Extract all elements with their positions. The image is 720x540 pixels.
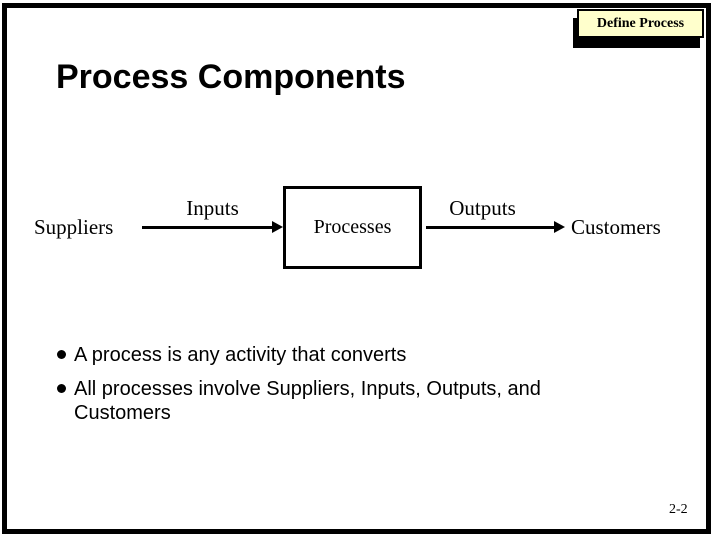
bullet-text: A process is any activity that converts <box>74 344 407 366</box>
banner-label: Define Process <box>596 15 685 31</box>
slide-border-frame <box>2 3 711 534</box>
page-number: 2-2 <box>669 502 688 517</box>
suppliers-label: Suppliers <box>34 215 114 239</box>
bullet-text: All processes involve Suppliers, Inputs,… <box>74 378 541 424</box>
output-arrow <box>426 221 565 233</box>
outputs-label: Outputs <box>449 196 516 220</box>
bullet-item: All processes involve Suppliers, Inputs,… <box>57 377 587 425</box>
inputs-label: Inputs <box>186 196 239 220</box>
process-box-label: Processes <box>313 216 392 238</box>
bullet-item: A process is any activity that converts <box>57 343 587 367</box>
bullet-icon <box>57 350 66 359</box>
bullet-icon <box>57 384 66 393</box>
process-box: Processes <box>283 186 422 269</box>
customers-label: Customers <box>571 215 661 239</box>
input-arrow <box>142 221 283 233</box>
banner: Define Process <box>577 9 704 38</box>
page-title: Process Components <box>56 58 406 96</box>
bullet-list: A process is any activity that converts … <box>57 343 587 435</box>
